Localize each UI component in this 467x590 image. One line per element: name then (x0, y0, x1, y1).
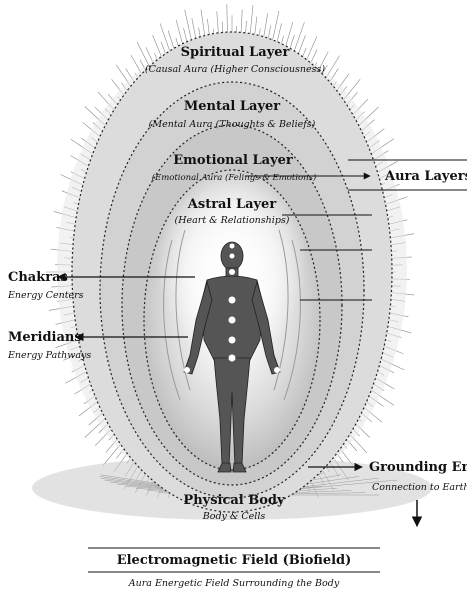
hand-glow-left (184, 367, 190, 373)
astral-layer-title: Astral Layer (187, 197, 277, 212)
footer-subtitle: Aura Energetic Field Surrounding the Bod… (128, 578, 340, 589)
physical-body-subtitle: Body & Cells (202, 511, 266, 522)
chakra-third-eye (230, 254, 235, 259)
chakra-solar-plexus (229, 317, 236, 324)
grounding-label: Grounding Energy (369, 460, 467, 475)
meridians-label: Meridians (8, 330, 82, 345)
astral-layer-subtitle: (Heart & Relationships) (175, 215, 290, 226)
chakra-root (229, 355, 236, 362)
chakras-label: Chakras (8, 270, 68, 285)
chakra-throat (229, 269, 235, 275)
grounding-sublabel: Connection to Earth (372, 482, 467, 493)
chakra-heart (229, 297, 236, 304)
mental-layer-subtitle: (Mental Aura (Thoughts & Beliefs) (149, 119, 316, 130)
meridians-sublabel: Energy Pathways (7, 350, 91, 361)
chakra-sacral (229, 337, 236, 344)
emotional-layer-subtitle: (Emotional Aura (Felings & Emotions) (152, 172, 317, 183)
spiritual-layer-subtitle: (Causal Aura (Higher Consciousness) (145, 64, 326, 75)
emotional-layer-title: Emotional Layer (173, 153, 293, 168)
chakras-sublabel: Energy Centers (7, 290, 84, 301)
footer-title: Electromagnetic Field (Biofield) (117, 553, 352, 568)
mental-layer-title: Mental Layer (184, 99, 280, 114)
physical-body-title: Physical Body (183, 493, 285, 508)
spiritual-layer-title: Spiritual Layer (181, 45, 290, 60)
aura-layers-label: Aura Layers (384, 169, 467, 184)
chakra-crown (230, 244, 235, 249)
hand-glow-right (274, 367, 280, 373)
